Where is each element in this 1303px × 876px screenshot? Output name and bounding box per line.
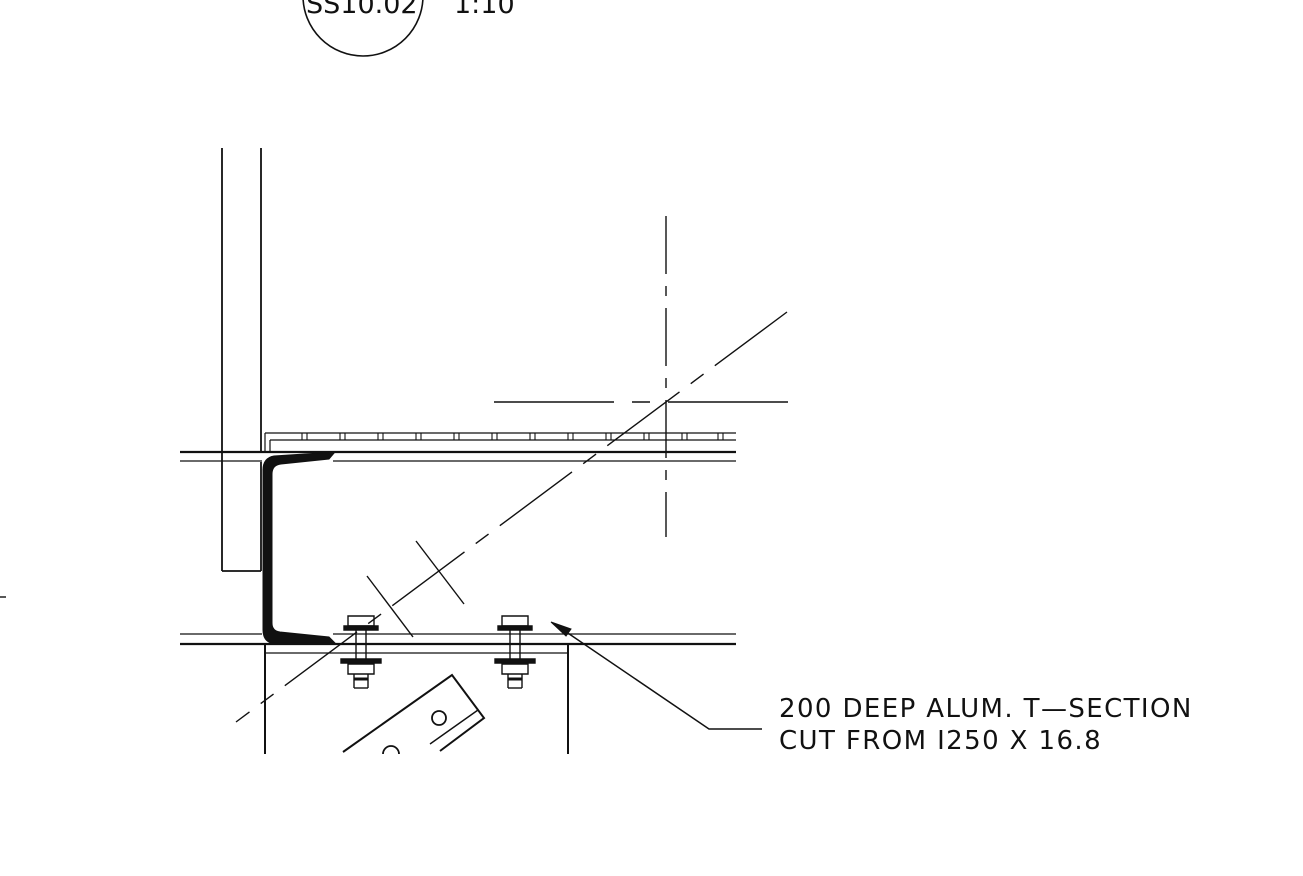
centerlines	[0, 216, 790, 722]
detail-scale-label: 1:10	[454, 0, 515, 20]
bolt-left	[341, 616, 381, 688]
detail-reference-bubble: SS10.02 1:10	[303, 0, 515, 56]
diagonal-centerline	[236, 312, 787, 722]
detail-bubble-circle	[303, 0, 423, 56]
bottom-plates	[180, 634, 736, 754]
vertical-post	[222, 148, 261, 571]
callout-line-2: CUT FROM I250 X 16.8	[779, 726, 1102, 756]
bolt-right	[495, 616, 535, 688]
leader-line	[556, 625, 762, 729]
diagonal-brace-plate	[343, 675, 484, 754]
grating-teeth	[302, 433, 723, 440]
brace-tick-1	[416, 541, 464, 604]
callout-line-1: 200 DEEP ALUM. T—SECTION	[779, 694, 1193, 724]
channel-profile	[263, 452, 335, 644]
brace-bolt-hole-1	[432, 711, 446, 725]
detail-sheet-label: SS10.02	[306, 0, 418, 20]
brace-bolt-hole-2	[383, 746, 399, 754]
callout-leader	[551, 622, 762, 729]
top-grating	[180, 433, 736, 461]
channel-section	[263, 452, 335, 644]
leader-arrowhead	[551, 622, 571, 636]
brace-tick-2	[367, 576, 413, 637]
